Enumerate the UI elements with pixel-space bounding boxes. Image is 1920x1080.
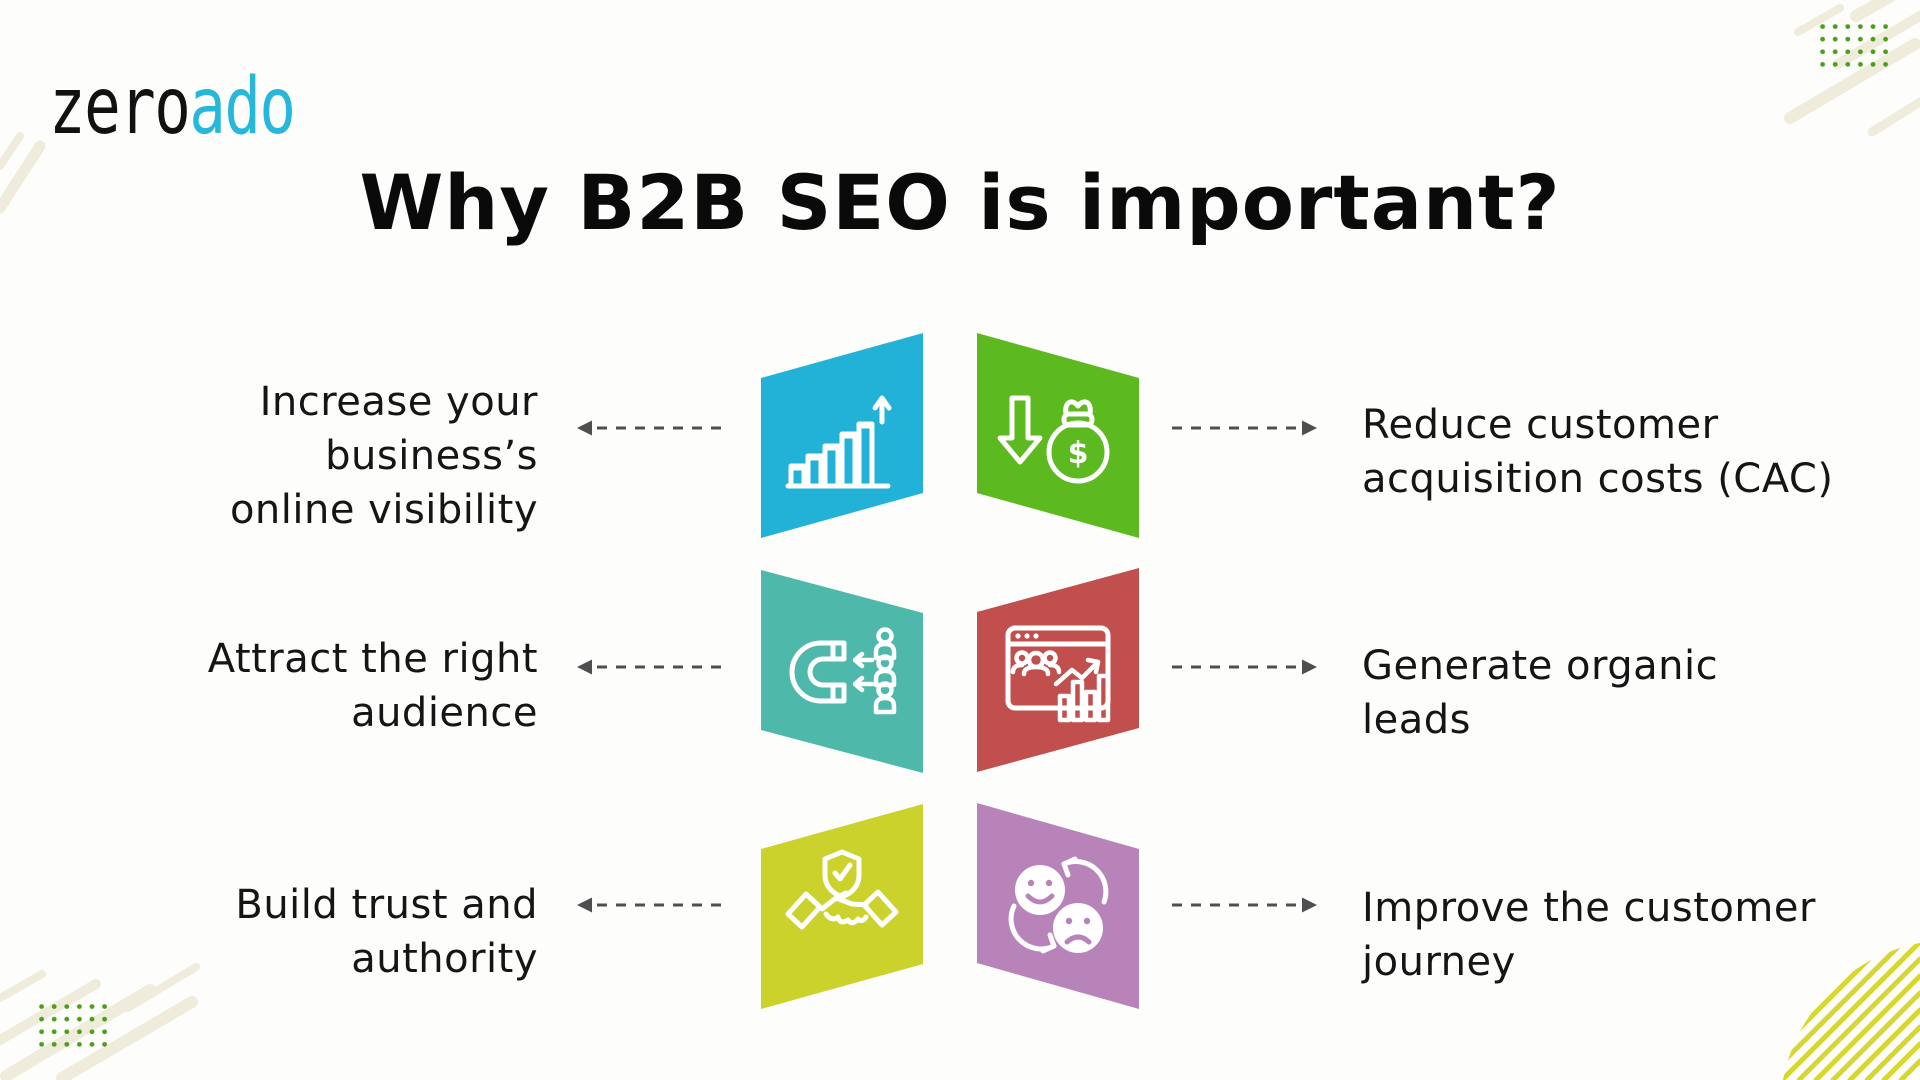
label-line: Improve the customer [1362,885,1816,931]
dashed-arrow-right-row3 [1172,897,1317,913]
magnet-audience-icon [789,627,897,715]
hatch-bottom-right-decoration [1780,940,1920,1080]
logo: zeroado [49,62,296,152]
label-line: audience [351,690,538,736]
label-organic-leads: Generate organic leads [1362,639,1882,747]
label-line: journey [1362,939,1516,985]
label-line: Build trust and [235,882,538,928]
connector-arrows [577,420,1317,913]
organic-traffic-icon [1005,625,1111,723]
label-customer-journey: Improve the customer journey [1362,881,1882,989]
label-line: leads [1362,697,1471,743]
label-line: Reduce customer [1362,402,1719,448]
reduce-cost-icon: $ [997,395,1110,484]
label-line: authority [351,936,538,982]
label-online-visibility: Increase your business’s online visibili… [58,375,538,537]
logo-prefix: zero [49,62,191,152]
label-line: online visibility [229,487,538,533]
page-title: Why B2B SEO is important? [359,158,1561,247]
label-trust-authority: Build trust and authority [58,878,538,986]
panel-attract-audience [761,570,923,773]
dashed-arrow-right-row1 [1172,420,1317,436]
dashed-arrow-left-row1 [577,420,727,436]
panel-trust-authority [761,804,923,1009]
panel-reduce-cac [977,333,1139,538]
label-reduce-cac: Reduce customer acquisition costs (CAC) [1362,398,1882,506]
dashed-arrow-right-row2 [1172,659,1317,675]
handshake-shield-icon [785,849,899,930]
dollar-sign: $ [1068,436,1089,471]
label-attract-audience: Attract the right audience [58,632,538,740]
growth-chart-icon [785,395,892,489]
dashed-arrow-left-row2 [577,659,727,675]
dot-grid-top-right [1820,24,1888,70]
label-line: Attract the right [207,636,538,682]
label-line: Generate organic [1362,643,1719,689]
label-line: acquisition costs (CAC) [1362,456,1834,502]
logo-suffix: ado [189,62,296,152]
dashed-arrow-left-row3 [577,897,727,913]
dot-grid-bottom-left [39,1004,107,1050]
stripe-left-edge-decoration [0,132,46,214]
label-line: Increase your business’s [259,379,538,479]
customer-feedback-icon [1008,856,1109,954]
